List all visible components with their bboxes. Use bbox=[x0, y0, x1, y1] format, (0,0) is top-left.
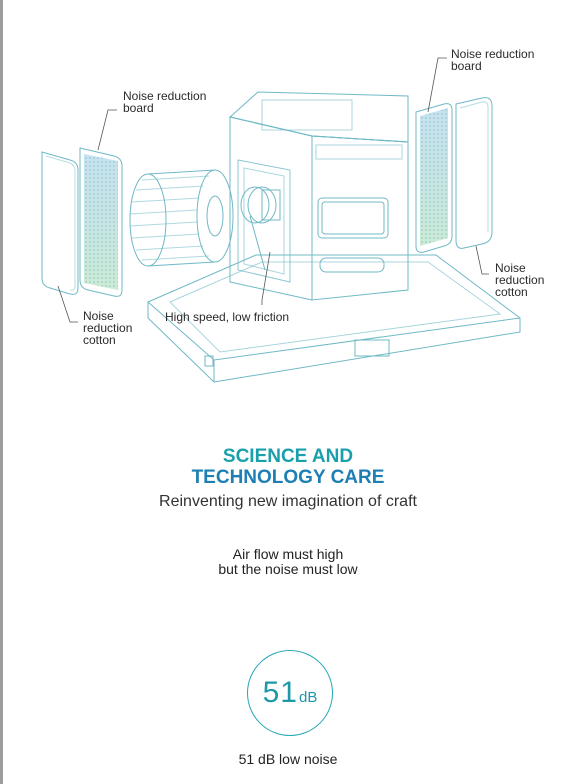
leader-left-cotton bbox=[57, 285, 78, 323]
right-cotton-panel bbox=[455, 97, 493, 249]
motor-housing bbox=[228, 91, 409, 301]
hood-base bbox=[147, 254, 521, 383]
exploded-range-hood-illustration bbox=[41, 57, 521, 383]
description-line-2: but the noise must low bbox=[218, 561, 358, 577]
leader-motor bbox=[261, 251, 271, 305]
leader-right-board bbox=[427, 57, 447, 113]
heading-line-2: TECHNOLOGY CARE bbox=[191, 467, 385, 488]
callout-left-cotton: Noise reduction cotton bbox=[83, 309, 133, 347]
callout-right-cotton: Noise reduction cotton bbox=[495, 261, 545, 299]
left-board-panel bbox=[79, 147, 123, 297]
callout-right-board: Noise reduction board bbox=[451, 47, 535, 73]
section-heading: SCIENCE AND TECHNOLOGY CARE bbox=[0, 446, 576, 488]
subtitle: Reinventing new imagination of craft bbox=[159, 493, 417, 510]
description: Air flow must high but the noise must lo… bbox=[0, 547, 576, 577]
leader-left-board bbox=[97, 109, 117, 151]
callout-motor: High speed, low friction bbox=[165, 310, 290, 324]
noise-badge: 51 dB bbox=[247, 650, 333, 736]
page-edge bbox=[0, 0, 3, 784]
right-board-panel bbox=[415, 103, 453, 253]
motor bbox=[240, 186, 281, 271]
noise-unit: dB bbox=[299, 688, 318, 706]
leader-right-cotton bbox=[475, 245, 489, 275]
left-cotton-panel bbox=[41, 151, 79, 295]
description-line-1: Air flow must high bbox=[232, 546, 344, 562]
heading-line-1: SCIENCE AND bbox=[222, 446, 354, 467]
callout-left-board: Noise reduction board bbox=[123, 89, 207, 115]
noise-caption: 51 dB low noise bbox=[238, 751, 338, 767]
noise-value: 51 bbox=[262, 676, 298, 709]
blower-wheel bbox=[129, 169, 234, 267]
